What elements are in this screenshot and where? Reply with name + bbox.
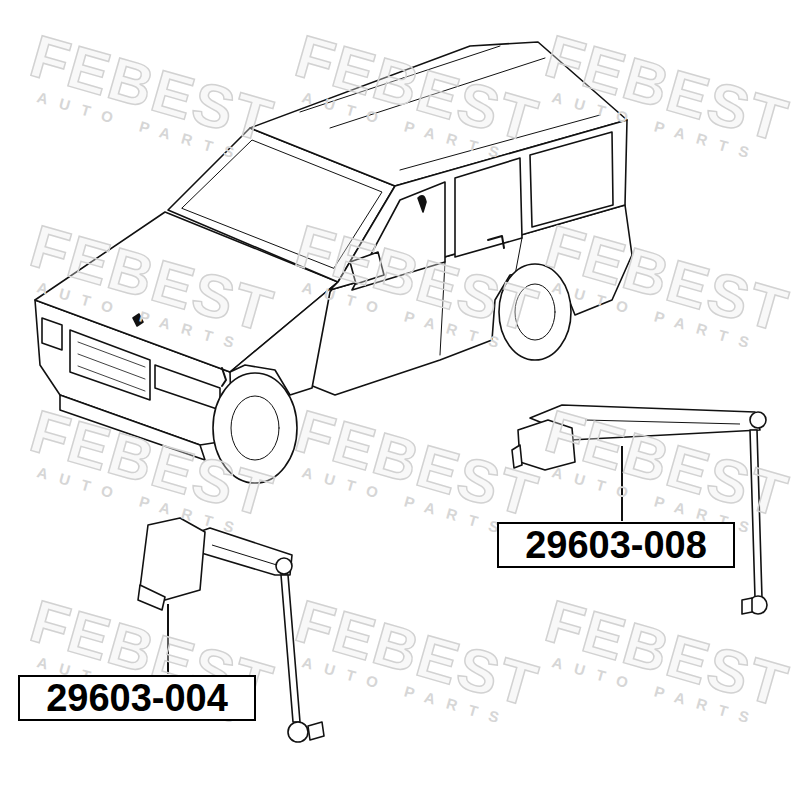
sensor-joint [750, 412, 766, 428]
part-number-box: 29603-008 [497, 522, 735, 568]
rear-door-window [455, 158, 522, 257]
sensor-joint [276, 558, 292, 574]
watermark: FEBESTAUTO PARTS [284, 586, 546, 733]
sensor-arm-rib [212, 545, 280, 566]
sensor-marker [488, 236, 504, 248]
sensor-marker [222, 368, 226, 386]
watermark: FEBESTAUTO PARTS [284, 21, 546, 168]
headlight-left [42, 318, 62, 350]
sensor-connector [138, 585, 165, 610]
watermark: FEBESTAUTO PARTS [534, 211, 796, 358]
sensor-ball [288, 722, 308, 742]
grille [70, 330, 150, 400]
sensor-marker [418, 196, 426, 212]
watermark: FEBESTAUTO PARTS [284, 211, 546, 358]
front-rim [231, 396, 279, 460]
sensor-body [140, 518, 205, 600]
watermark: FEBESTAUTO PARTS [534, 586, 796, 733]
headlight [155, 365, 220, 410]
part-number: 29603-008 [525, 526, 707, 564]
rear-window [530, 132, 613, 227]
watermark: FEBESTAUTO PARTS [19, 211, 281, 358]
sensor-stud [742, 598, 752, 614]
sensor-stud [308, 722, 324, 740]
grille-bars [78, 342, 145, 391]
part-number: 29603-004 [46, 679, 228, 717]
watermark: FEBESTAUTO PARTS [19, 396, 281, 543]
watermark: FEBESTAUTO PARTS [19, 21, 281, 168]
watermark: FEBESTAUTO PARTS [534, 21, 796, 168]
part-number-box: 29603-004 [18, 675, 256, 721]
